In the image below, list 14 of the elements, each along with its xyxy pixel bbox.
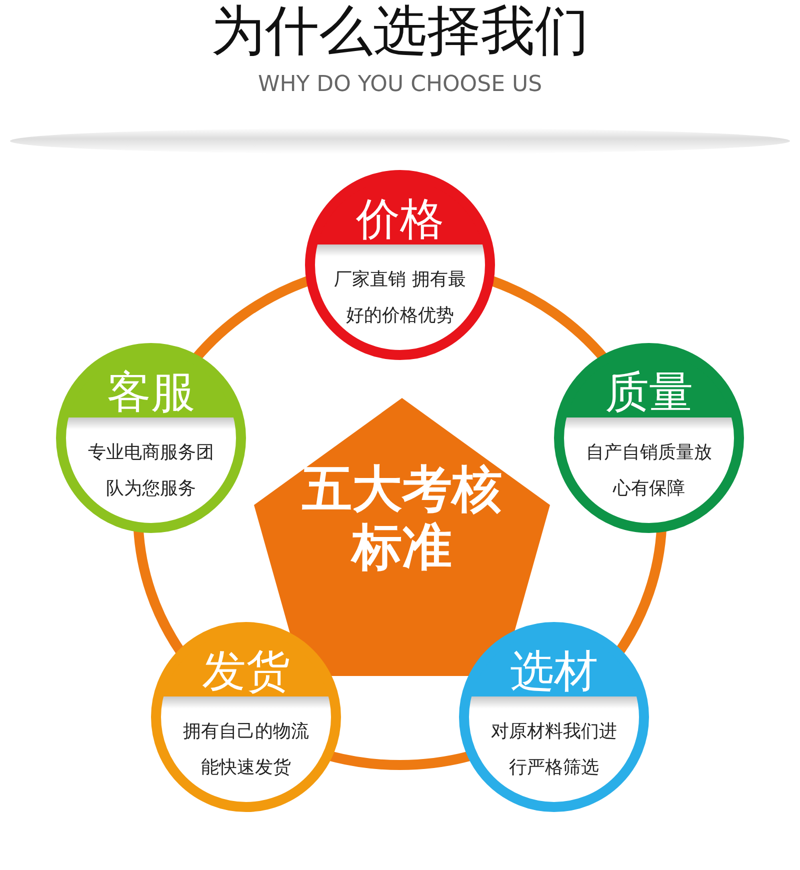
pentagon-label: 五大考核标准 [301, 460, 503, 576]
circle-heading: 价格 [355, 194, 445, 246]
circle-heading: 质量 [604, 366, 694, 419]
circle-description: 对原材料我们进行严格筛选 [490, 720, 618, 780]
circle-description: 拥有自己的物流能快速发货 [182, 720, 310, 780]
circle-heading: 选材 [508, 646, 599, 698]
circle-heading: 发货 [201, 646, 291, 698]
circle-description: 厂家直销 拥有最好的价格优势 [334, 268, 466, 328]
connector-arc [329, 751, 471, 770]
subtitle: WHY DO YOU CHOOSE US [256, 72, 544, 97]
circle-heading: 客服 [106, 366, 196, 419]
title: 为什么选择我们 [210, 0, 590, 62]
circle-description: 专业电商服务团队为您服务 [86, 440, 215, 501]
circle-description: 自产自销质量放心有保障 [585, 440, 714, 501]
